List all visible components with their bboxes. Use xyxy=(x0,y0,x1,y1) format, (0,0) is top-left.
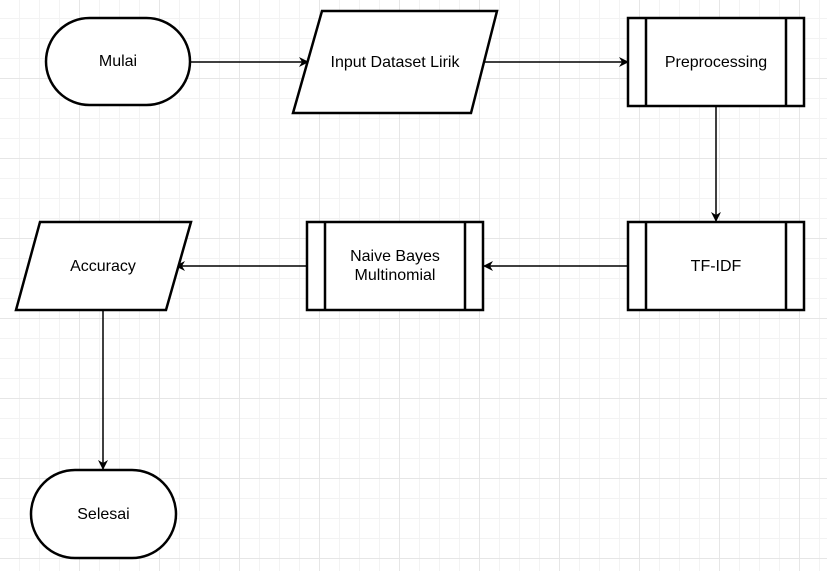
output-parallelogram xyxy=(14,220,193,312)
node-label-tfidf: TF-IDF xyxy=(690,257,742,275)
node-label-accuracy: Accuracy xyxy=(70,257,136,275)
node-label-selesai: Selesai xyxy=(77,505,130,523)
node-label-input-dataset: Input Dataset Lirik xyxy=(330,53,460,71)
terminator-start xyxy=(44,16,192,107)
input-parallelogram xyxy=(291,9,499,115)
node-label-mulai: Mulai xyxy=(98,53,138,70)
node-label-naive-bayes: Naive Bayes Multinomial xyxy=(350,248,440,284)
terminator-end xyxy=(29,468,178,560)
process-naive-bayes xyxy=(305,220,485,312)
process-tfidf xyxy=(626,220,806,312)
process-preprocessing xyxy=(626,16,806,108)
node-label-preprocessing: Preprocessing xyxy=(664,53,768,71)
